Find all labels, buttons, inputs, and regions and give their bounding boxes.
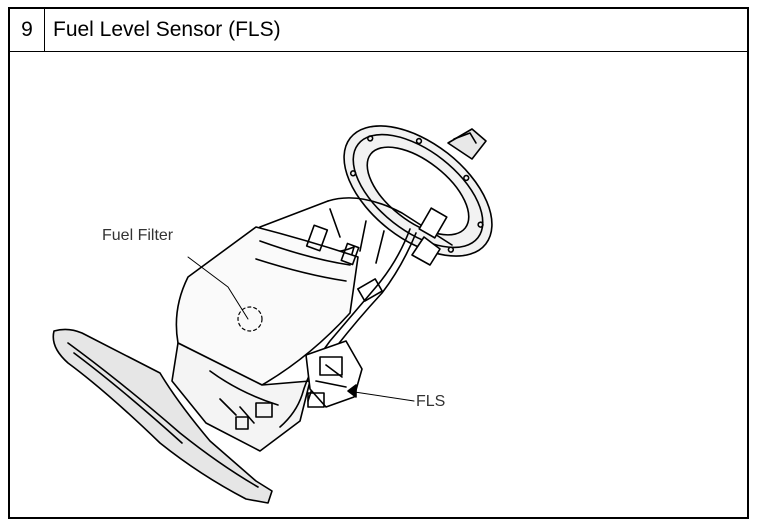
fuel-pump-diagram: Fuel Filter FLS [10, 51, 747, 517]
section-number: 9 [10, 9, 45, 51]
fuel-filter-label: Fuel Filter [102, 227, 174, 244]
fls-sensor-module [305, 340, 363, 408]
fls-leader-line [347, 390, 415, 402]
fls-label: FLS [416, 393, 446, 410]
fuel-filter-marker [237, 306, 263, 332]
section-title: Fuel Level Sensor (FLS) [53, 18, 281, 41]
figure-header: 9 Fuel Level Sensor (FLS) [10, 9, 747, 52]
fuel-filter-leader-line [187, 256, 249, 320]
fuel-pump-illustration [52, 125, 493, 504]
figure-frame: 9 Fuel Level Sensor (FLS) [8, 7, 749, 519]
mounting-flange [343, 125, 493, 257]
